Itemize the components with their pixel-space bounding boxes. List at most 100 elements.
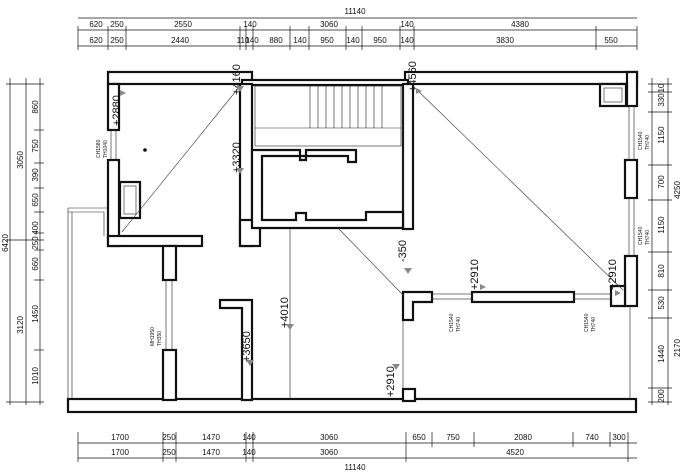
bottom-dim-r1-5: 650 [412,433,426,442]
elevation-markers: +2880 +4160 +3320 +4560 -350 +2910 +2910… [111,61,621,397]
bottom-slab [66,397,638,414]
right-inner-dim-7: 200 [657,389,666,403]
elevation-label-8: +3650 [241,331,253,362]
top-wall-mid [240,78,410,87]
slope-lines [121,85,624,296]
top-dim-r1-6: 4380 [511,20,529,29]
right-inner-dim-5: 530 [657,296,666,310]
top-dim-r2-9: 950 [373,36,387,45]
win-label-ba2: TH740 [456,317,462,332]
bottom-dim-r2-3: 140 [242,448,256,457]
left-inner-dim-5: 250 [31,236,40,250]
top-wall-right [403,70,639,86]
top-dim-r2-2: 2440 [171,36,189,45]
win-label-ml2: TH350 [157,331,163,346]
left-overall-dim: 6420 [1,234,10,252]
mid-right-beam [470,290,576,304]
bottom-dim-r1-8: 740 [585,433,599,442]
right-outer-lower [623,254,639,308]
left-inner-dim-2: 390 [31,168,40,182]
top-dim-r2-1: 250 [110,36,124,45]
mid-right-wall [401,290,434,322]
bottom-dim-r1-1: 250 [162,433,176,442]
left-outer-dim-0: 3050 [16,151,25,169]
top-dim-r2-6: 140 [293,36,307,45]
top-overall-dim: 11140 [344,7,366,16]
top-dim-r2-11: 3830 [496,36,514,45]
window-labels: CH1580 TH1040 MH1950 TH350 CH1540 TH740 … [96,131,651,346]
top-dim-r2-12: 550 [604,36,618,45]
bottom-dimension-chain: 11140 1700 250 1470 140 3060 650 750 208… [77,432,637,472]
top-dimension-chain: 11140 620 250 2550 140 3060 140 4380 620… [77,7,638,50]
elevation-label-5: +2910 [469,259,481,290]
dot-marker [143,148,147,152]
core-inner-walls [250,148,405,230]
elevation-label-0: +2880 [111,95,123,126]
right-inner-dim-3: 1150 [657,216,666,234]
bottom-dim-r1-2: 1470 [202,433,220,442]
right-top-small-dim: 10 [657,83,666,92]
core-right-wall [401,82,415,231]
right-inner-dim-1: 1150 [657,126,666,144]
bottom-dim-r1-6: 750 [446,433,460,442]
top-dim-r2-7: 950 [320,36,334,45]
right-inner-dim-6: 1440 [657,345,666,363]
left-inner-dim-7: 1450 [31,305,40,323]
bottom-dim-r2-0: 1700 [111,448,129,457]
top-dim-r2-4: 140 [245,36,259,45]
bottom-dim-r1-0: 1700 [111,433,129,442]
right-sill-inner [603,87,623,103]
bottom-dim-r1-3: 140 [242,433,256,442]
bottom-dim-r1-4: 3060 [320,433,338,442]
openings [67,105,635,399]
window-bottom-a [431,293,473,300]
top-dim-r1-1: 250 [110,20,124,29]
bottom-overall-dim: 11140 [344,463,366,472]
left-dimension-chain: 6420 3050 3120 860 750 390 650 400 250 6… [1,78,44,405]
win-label-lt2: TH1040 [103,140,109,158]
wardrobe-inner [123,185,137,215]
win-label-ml1: MH1950 [150,327,156,346]
right-dimension-chain: 10 330 1150 700 1150 810 530 1440 200 42… [648,78,682,405]
wardrobe-box [118,180,142,220]
bottom-dim-r2-4: 3060 [320,448,338,457]
bottom-right-stub [401,387,417,403]
win-label-rm2: TH740 [645,230,651,245]
left-inner-dim-6: 660 [31,257,40,271]
left-wall-lower [106,158,121,248]
elevation-triangles [120,86,621,370]
elevation-label-1: +4160 [231,64,243,95]
win-label-bb1: CH1540 [584,313,590,332]
staircase [254,85,402,147]
win-label-rm1: CH1540 [638,226,644,245]
elevation-label-2: +3320 [231,142,243,173]
top-dim-r1-5: 140 [400,20,414,29]
right-corner-wall [609,284,627,308]
left-inner-dim-4: 400 [31,221,40,235]
top-dim-r1-2: 2550 [174,20,192,29]
left-inner-dim-8: 1010 [31,367,40,385]
right-outer-dim-0: 4250 [673,181,682,199]
top-wall-left [106,70,254,86]
window-right-mid [628,197,635,257]
right-outer-upper [625,70,639,108]
top-dim-r2-3: 110 [237,36,250,45]
right-inner-dim-2: 700 [657,175,666,189]
left-balcony-stub [161,244,178,282]
win-label-lt1: CH1580 [96,139,102,158]
lower-wall-left [161,348,178,402]
top-dim-r2-5: 880 [269,36,283,45]
left-inner-dim-0: 860 [31,100,40,114]
win-label-rt2: TH740 [645,135,651,150]
left-inner-dim-1: 750 [31,139,40,153]
win-label-bb2: TH740 [591,317,597,332]
elevation-label-9: +2910 [385,366,397,397]
win-label-rt1: CH1540 [638,131,644,150]
top-dim-r1-3: 140 [243,20,257,29]
bottom-dim-r2-5: 4520 [506,448,524,457]
elevation-label-7: +4010 [279,297,291,328]
window-left-mid [165,279,173,351]
bottom-dim-r2-2: 1470 [202,448,220,457]
stair-outline [254,85,402,147]
